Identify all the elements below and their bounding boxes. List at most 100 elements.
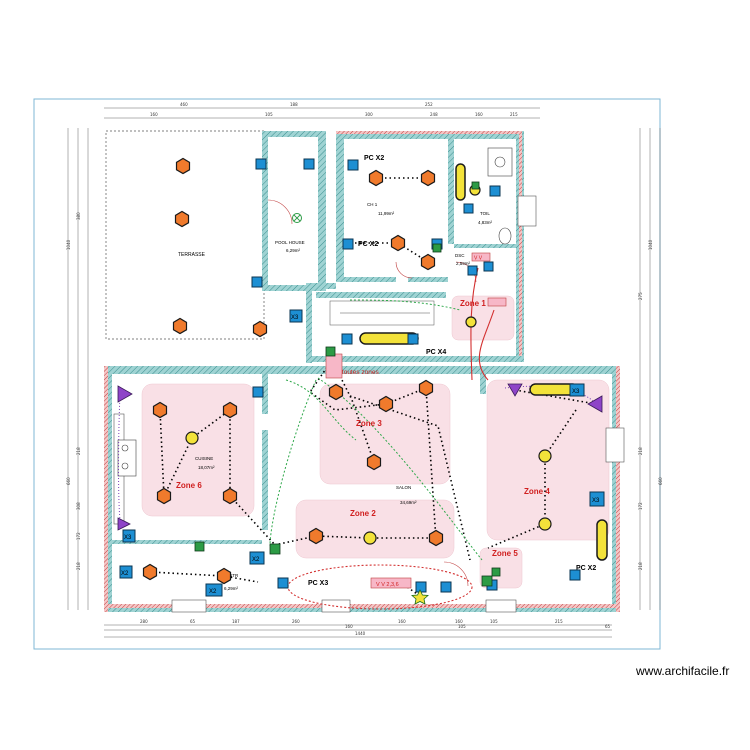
svg-text:65: 65 [190, 619, 196, 624]
ceiling-light-icon [252, 320, 268, 338]
svg-text:POOL HOUSE: POOL HOUSE [275, 240, 305, 245]
tube-lights [359, 163, 608, 561]
svg-text:6,29m²: 6,29m² [286, 248, 301, 253]
ceiling-light-icon [216, 567, 232, 585]
star-marker [411, 589, 429, 605]
svg-text:1040: 1040 [648, 239, 653, 250]
svg-text:ENTR: ENTR [226, 573, 239, 578]
ceiling-light-icon [152, 401, 168, 419]
svg-text:PC X3: PC X3 [308, 580, 328, 587]
svg-text:248: 248 [430, 112, 438, 117]
svg-text:X3: X3 [291, 315, 299, 321]
svg-text:308: 308 [76, 502, 81, 510]
switches [194, 181, 501, 587]
ceiling-light-icon [328, 383, 344, 401]
zone-1-box [487, 297, 507, 307]
svg-text:660: 660 [658, 477, 663, 485]
svg-text:V V: V V [474, 256, 483, 262]
yellow-lights [185, 184, 552, 545]
zone-labels: Zone 1 Zone 2 Zone 3 Zone 4 Zone 5 Zone … [176, 299, 550, 558]
svg-text:160: 160 [398, 619, 406, 624]
ceiling-light-icon [222, 487, 238, 505]
socket-x3-d: X3 [589, 491, 605, 507]
svg-text:DSC: DSC [455, 253, 465, 258]
svg-text:215: 215 [510, 112, 518, 117]
zone-1-label: Zone 1 [460, 299, 486, 308]
svg-text:2,59m²: 2,59m² [456, 261, 471, 266]
svg-text:460: 460 [180, 102, 188, 107]
svg-text:160: 160 [345, 624, 353, 629]
svg-text:105: 105 [490, 619, 498, 624]
zone-6-label: Zone 6 [176, 481, 202, 490]
svg-text:105: 105 [458, 624, 466, 629]
sockets [251, 158, 581, 593]
svg-text:300: 300 [365, 112, 373, 117]
ceiling-light-icon [142, 563, 158, 581]
svg-text:X2: X2 [209, 589, 217, 595]
svg-text:PC X4: PC X4 [426, 349, 446, 356]
zone-5-label: Zone 5 [492, 549, 518, 558]
watermark: www.archifacile.fr [636, 664, 730, 678]
svg-text:X3: X3 [124, 535, 132, 541]
svg-text:34,69m²: 34,69m² [400, 500, 417, 505]
socket-x2-b: X2 [249, 551, 265, 565]
terrasse-label: TERRASSE [178, 252, 206, 258]
svg-text:6,29m²: 6,29m² [224, 586, 239, 591]
wiring-violet [118, 385, 597, 521]
detectors [117, 383, 603, 531]
side-dimension-lines [67, 128, 661, 610]
svg-text:11,99m²: 11,99m² [378, 211, 395, 216]
svg-text:215: 215 [555, 619, 563, 624]
exterior-wall-marks [104, 131, 620, 612]
svg-text:V V 2,3,6: V V 2,3,6 [376, 582, 399, 588]
svg-text:18,07m²: 18,07m² [198, 465, 215, 470]
ceiling-light-icon [222, 401, 238, 419]
ceiling-light-icon [175, 157, 191, 175]
zone-3-label: Zone 3 [356, 419, 382, 428]
ceiling-light-icon [308, 527, 324, 545]
svg-text:CUISINE: CUISINE [195, 456, 213, 461]
svg-text:160: 160 [150, 112, 158, 117]
top-dimension-labels: 460 188 252 160 105 300 248 160 215 [150, 102, 518, 117]
vv-box-bottom: V V 2,3,6 [370, 577, 412, 589]
ceiling-light-icon [420, 253, 436, 271]
ceiling-light-icon [172, 317, 188, 335]
socket-x2-a: X2 [119, 565, 133, 579]
left-dimension-labels: 1040 380 660 218 308 172 218 [66, 212, 81, 570]
svg-text:TOIL: TOIL [480, 211, 490, 216]
svg-text:X3: X3 [572, 389, 580, 395]
svg-text:187: 187 [232, 619, 240, 624]
socket-x3-a: X3 [289, 309, 303, 323]
svg-text:188: 188 [290, 102, 298, 107]
svg-text:218: 218 [638, 447, 643, 455]
socket-x3-b: X3 [122, 529, 136, 543]
socket-x2-c: X2 [205, 583, 223, 597]
circuit-labels: PC X2 PC X2 PC X4 PC X3 PC X2 inter. tou… [308, 155, 596, 587]
svg-text:65: 65 [605, 624, 611, 629]
svg-text:PC X2: PC X2 [358, 241, 378, 248]
svg-text:105: 105 [265, 112, 273, 117]
svg-text:172: 172 [76, 532, 81, 540]
svg-text:380: 380 [76, 212, 81, 220]
zone-4-label: Zone 4 [524, 487, 550, 496]
svg-text:252: 252 [425, 102, 433, 107]
ceiling-light-icon [420, 169, 436, 187]
ceiling-light-icon [428, 529, 444, 547]
svg-text:280: 280 [140, 619, 148, 624]
svg-text:1440: 1440 [355, 631, 366, 636]
svg-text:X2: X2 [121, 571, 129, 577]
svg-text:172: 172 [638, 502, 643, 510]
ceiling-light-icon [156, 487, 172, 505]
socket-groups: X3 X2 X2 X3 X2 X3 X3 [119, 309, 605, 597]
svg-text:218: 218 [638, 562, 643, 570]
bottom-dimension-labels: 280 65 187 260 160 160 105 215 160 105 6… [140, 619, 611, 636]
ceiling-lights [142, 157, 444, 585]
svg-text:X2: X2 [252, 557, 260, 563]
ceiling-light-icon [378, 395, 394, 413]
svg-text:4,83m²: 4,83m² [478, 220, 493, 225]
vv-box-top: V V [471, 252, 491, 262]
svg-text:SALON: SALON [396, 485, 411, 490]
ceiling-light-icon [418, 379, 434, 397]
room-labels: POOL HOUSE 6,29m² CH 1 11,99m² TOIL 4,83… [195, 202, 493, 591]
svg-text:160: 160 [455, 619, 463, 624]
